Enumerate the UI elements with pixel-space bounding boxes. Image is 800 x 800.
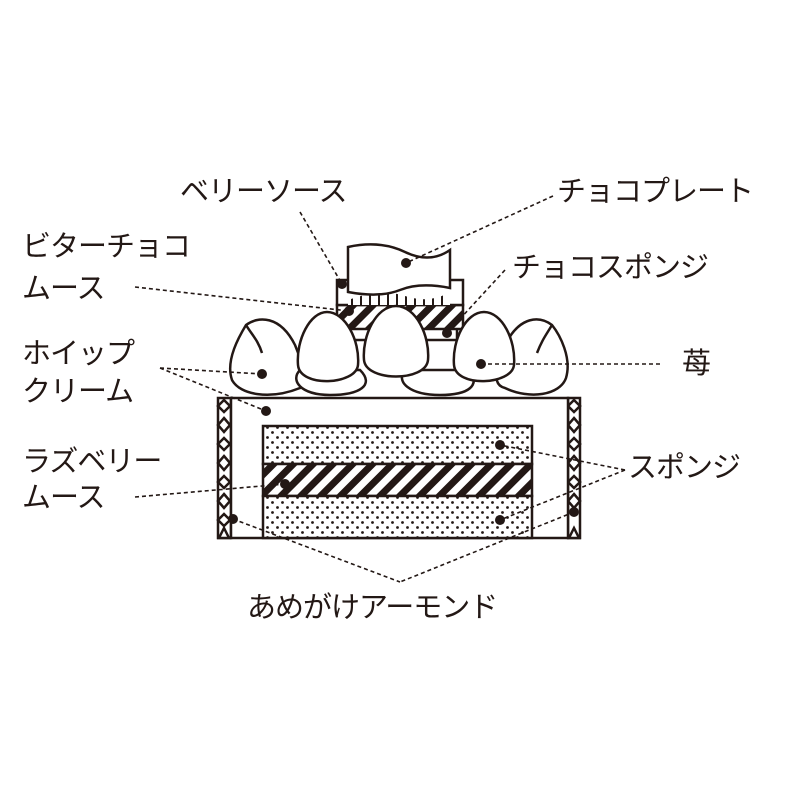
- label-bitter-choco-mousse-2: ムース: [22, 271, 106, 305]
- label-whipped-cream-1: ホイップ: [22, 336, 135, 370]
- label-bitter-choco-mousse-1: ビターチョコ: [22, 229, 191, 263]
- label-berry-sauce: ベリーソース: [180, 174, 348, 208]
- raspberry-mousse-layer: [261, 462, 534, 498]
- label-choco-plate: チョコプレート: [557, 174, 754, 208]
- marker-dots: [228, 258, 579, 525]
- sponge-bottom: [261, 494, 534, 540]
- label-candied-almond: あめがけアーモンド: [247, 590, 498, 624]
- label-raspberry-mousse-1: ラズベリー: [22, 444, 162, 478]
- label-strawberry: 苺: [682, 346, 711, 380]
- label-whipped-cream-2: クリーム: [22, 374, 134, 408]
- sponge-top: [261, 424, 534, 466]
- strawberries: [229, 304, 569, 397]
- leader-lines: [134, 195, 660, 583]
- label-choco-sponge: チョコスポンジ: [512, 250, 709, 284]
- chocolate-plate: [346, 243, 452, 296]
- label-raspberry-mousse-2: ムース: [22, 480, 106, 514]
- label-sponge: スポンジ: [628, 450, 741, 484]
